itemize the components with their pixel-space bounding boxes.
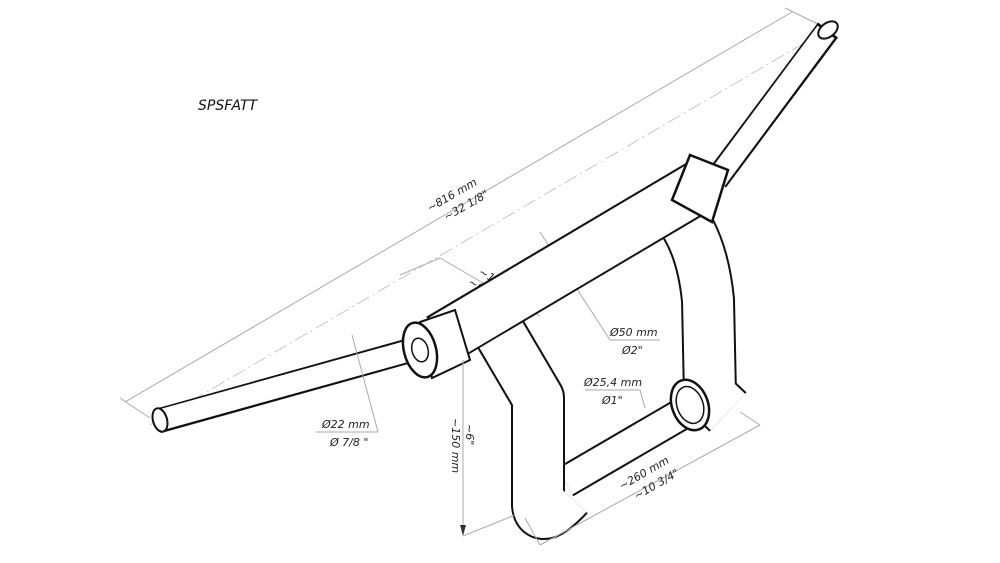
dim-height-imperial: ~6" (463, 424, 476, 445)
drawing-title: SPSFATT (198, 98, 259, 114)
dim-center-tube: Ø50 mm Ø2" (609, 326, 660, 357)
dim-lower-bar-imperial: Ø1" (601, 394, 623, 407)
lower-end-cap (669, 378, 711, 432)
dim-lower-bar-metric: Ø25,4 mm (583, 376, 642, 389)
dim-height-metric: ~150 mm (449, 418, 462, 473)
dim-grip-metric: Ø22 mm (321, 418, 370, 431)
dim-center-tube-imperial: Ø2" (621, 344, 643, 357)
dim-grip-imperial: Ø 7/8 " (329, 436, 368, 449)
dim-grip: Ø22 mm Ø 7/8 " (316, 334, 379, 449)
dim-center-tube-metric: Ø50 mm (609, 326, 658, 339)
dim-lower-bar: Ø25,4 mm Ø1" (583, 376, 646, 409)
left-clamp-collar (401, 308, 472, 380)
right-clamp-collar (670, 153, 730, 224)
handlebar-tubes (151, 20, 839, 540)
dim-height: ~150 mm ~6" (449, 360, 516, 537)
